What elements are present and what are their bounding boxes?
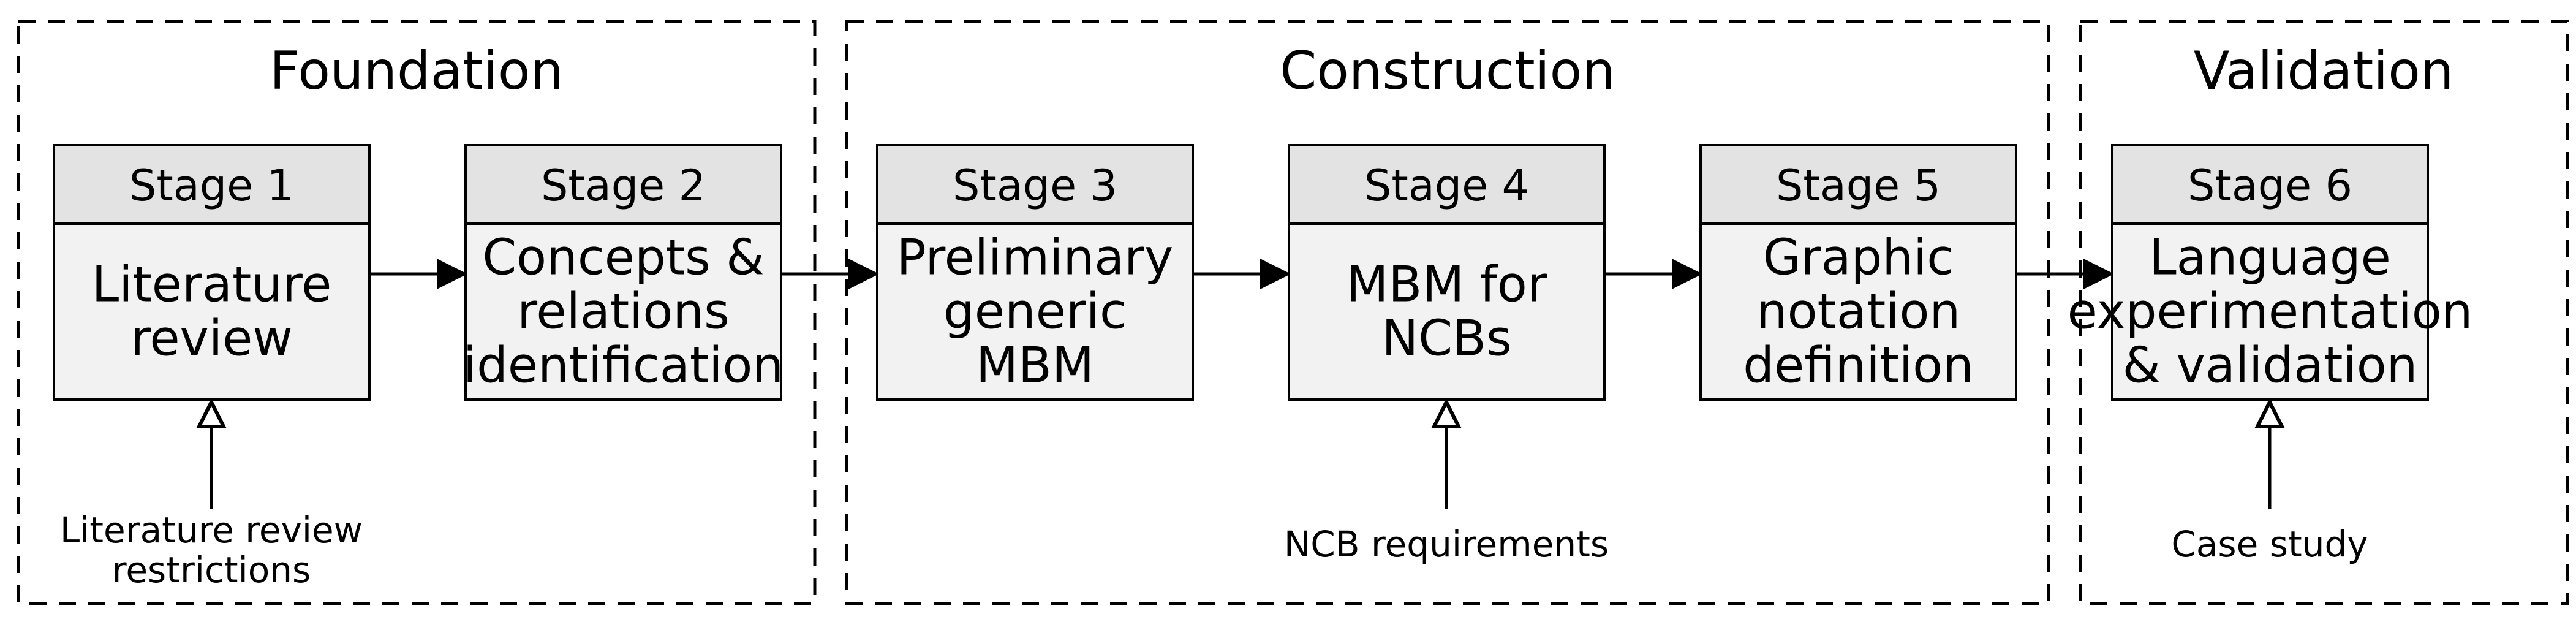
- stage-header: [876, 144, 1194, 225]
- stage-body-line: MBM: [976, 337, 1094, 394]
- phases: Foundation Construction Validation: [17, 20, 2569, 605]
- stage-header: [53, 144, 371, 225]
- stage-body-line: definition: [1743, 337, 1974, 394]
- input-stage6: Case study: [2171, 402, 2368, 565]
- stage-body-line: review: [130, 310, 293, 367]
- stage-body-line: Literature: [92, 256, 332, 313]
- stage-header-label: Stage 5: [1776, 161, 1941, 211]
- stage-body-line: & validation: [2123, 337, 2418, 394]
- input-stage4: NCB requirements: [1284, 402, 1609, 565]
- stage-body-line: generic: [943, 283, 1127, 340]
- stage-body: [2111, 222, 2429, 401]
- stage-body-line: notation: [1756, 283, 1960, 340]
- input-label: restrictions: [112, 549, 311, 591]
- stage-body: [1288, 222, 1606, 401]
- stage-header-label: Stage 3: [953, 161, 1117, 211]
- stage-header-label: Stage 6: [2188, 161, 2352, 211]
- phase-border: [17, 20, 817, 605]
- stage-header: [1288, 144, 1606, 225]
- stage-body: [876, 222, 1194, 401]
- stage-body-line: relations: [517, 283, 730, 340]
- stage-header-label: Stage 1: [129, 161, 294, 211]
- stage-body: [1699, 222, 2017, 401]
- stage-header: [464, 144, 782, 225]
- stage-body-line: Graphic: [1763, 229, 1954, 286]
- stage-body: [53, 222, 371, 401]
- stage-body-line: NCBs: [1381, 310, 1511, 367]
- input-label: Case study: [2171, 523, 2368, 565]
- phase-title: Validation: [2194, 40, 2454, 102]
- input-label: NCB requirements: [1284, 523, 1609, 565]
- input-label: Literature review: [60, 509, 363, 551]
- phase-construction: Construction: [845, 20, 2050, 605]
- stage-body-line: MBM for: [1346, 256, 1547, 313]
- stage-body-line: Concepts &: [482, 229, 764, 286]
- stage-body-line: Language: [2149, 229, 2391, 286]
- phase-validation: Validation: [2079, 20, 2569, 605]
- stage-header: [1699, 144, 2017, 225]
- phase-title: Foundation: [270, 40, 564, 102]
- phase-border: [845, 20, 2050, 605]
- stage-header-label: Stage 2: [541, 161, 706, 211]
- stage-body-line: Preliminary: [897, 229, 1174, 286]
- stage-header: [2111, 144, 2429, 225]
- stage-body-line: experimentation: [2068, 283, 2473, 340]
- stage-header-label: Stage 4: [1364, 161, 1529, 211]
- phase-title: Construction: [1280, 40, 1615, 102]
- phase-foundation: Foundation: [17, 20, 817, 605]
- stage-body-line: identification: [463, 337, 784, 394]
- phase-border: [2079, 20, 2569, 605]
